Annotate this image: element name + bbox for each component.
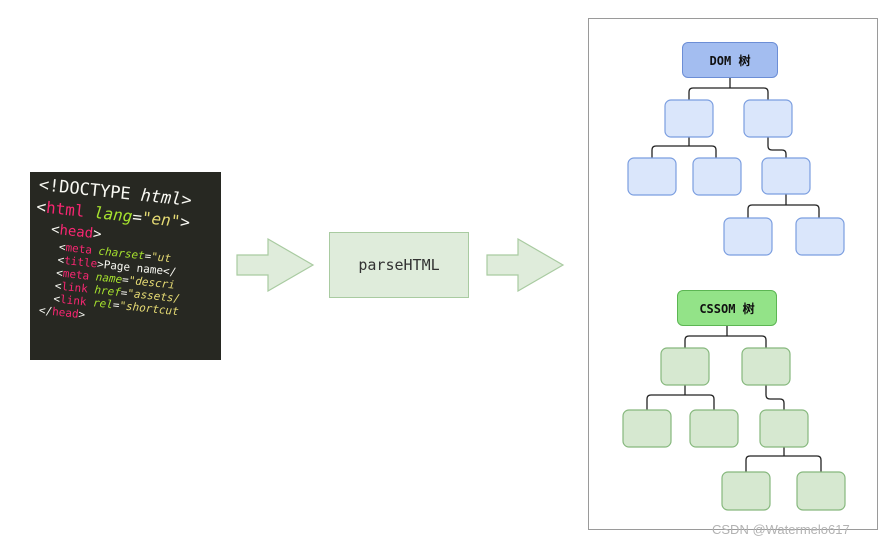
parse-html-box: parseHTML bbox=[329, 232, 469, 298]
cssom-tree-connectors bbox=[646, 326, 822, 472]
dom-tree-root-label: DOM 树 bbox=[709, 53, 751, 68]
cssom-tree-nodes bbox=[622, 347, 846, 511]
parse-html-label: parseHTML bbox=[358, 256, 440, 274]
cssom-tree-node bbox=[741, 347, 791, 386]
dom-tree-node bbox=[627, 157, 677, 196]
dom-tree-node bbox=[723, 217, 773, 256]
arrow-right-icon bbox=[236, 238, 315, 292]
dom-tree-root: DOM 树 bbox=[682, 42, 778, 78]
cssom-tree-node bbox=[622, 409, 672, 448]
arrow-right-icon bbox=[486, 238, 565, 292]
cssom-tree-node bbox=[689, 409, 739, 448]
dom-tree-connectors bbox=[651, 78, 820, 218]
cssom-tree-root: CSSOM 树 bbox=[677, 290, 777, 326]
dom-tree-node bbox=[692, 157, 742, 196]
dom-tree-node bbox=[795, 217, 845, 256]
dom-tree-node bbox=[664, 99, 714, 138]
dom-tree-node bbox=[743, 99, 793, 138]
cssom-tree-node bbox=[660, 347, 710, 386]
cssom-tree-root-label: CSSOM 树 bbox=[699, 301, 755, 316]
dom-tree-nodes bbox=[627, 99, 845, 256]
cssom-tree-node bbox=[721, 471, 771, 511]
cssom-tree-node bbox=[759, 409, 809, 448]
dom-tree-node bbox=[761, 157, 811, 195]
cssom-tree-node bbox=[796, 471, 846, 511]
html-code-snippet: <!DOCTYPE html><html lang="en"> <head> <… bbox=[30, 172, 221, 360]
watermark: CSDN @Watermelo617 bbox=[712, 522, 850, 537]
